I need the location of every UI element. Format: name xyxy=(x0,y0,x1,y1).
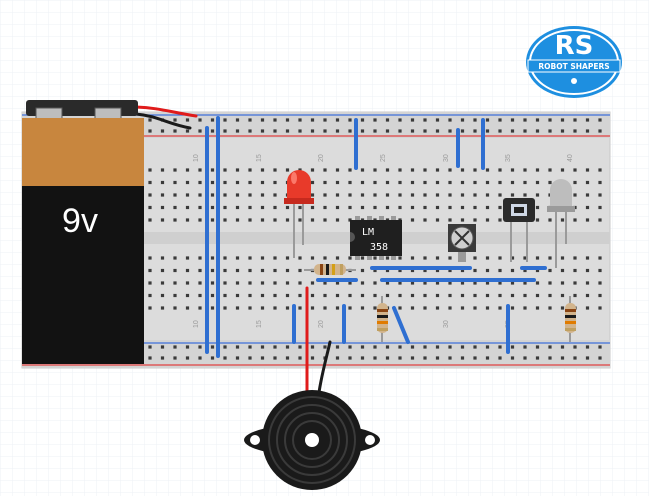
battery: 9v xyxy=(22,100,144,364)
robot-icon xyxy=(571,78,577,84)
col-number-10-top: 10 xyxy=(193,154,200,162)
resistor-horizontal xyxy=(304,264,356,275)
resistor-vertical-2 xyxy=(565,296,576,342)
battery-black-lead xyxy=(134,112,192,130)
piezo-buzzer xyxy=(244,390,380,490)
logo-letters: RS xyxy=(555,31,594,61)
logo-brand: ROBOT SHAPERS xyxy=(538,62,609,71)
col-number-35-top: 35 xyxy=(505,154,512,162)
col-number-15-top: 15 xyxy=(256,154,263,162)
white-led xyxy=(547,179,575,268)
col-number-10-bottom: 10 xyxy=(193,320,200,328)
blue-jumper-wires xyxy=(205,116,547,358)
red-led xyxy=(284,170,314,258)
battery-leads xyxy=(134,105,198,130)
col-number-30-top: 30 xyxy=(443,154,450,162)
battery-label: 9v xyxy=(62,202,98,240)
lm358-ic: LM 358 xyxy=(350,216,402,260)
resistor-vertical-1 xyxy=(377,296,388,342)
col-number-40-top: 40 xyxy=(567,154,574,162)
wire-diagonal xyxy=(392,306,410,344)
ic-label-top: LM xyxy=(362,227,374,238)
ic-label-bottom: 358 xyxy=(370,242,388,253)
col-number-30-bottom: 30 xyxy=(443,320,450,328)
col-number-20-bottom: 20 xyxy=(318,320,325,328)
potentiometer xyxy=(448,224,476,262)
col-number-20-top: 20 xyxy=(318,154,325,162)
robot-shapers-logo: RS ROBOT SHAPERS xyxy=(526,26,622,98)
col-number-25-top: 25 xyxy=(380,154,387,162)
ldr-sensor xyxy=(503,198,535,262)
col-number-15-bottom: 15 xyxy=(256,320,263,328)
battery-red-lead xyxy=(134,105,198,118)
